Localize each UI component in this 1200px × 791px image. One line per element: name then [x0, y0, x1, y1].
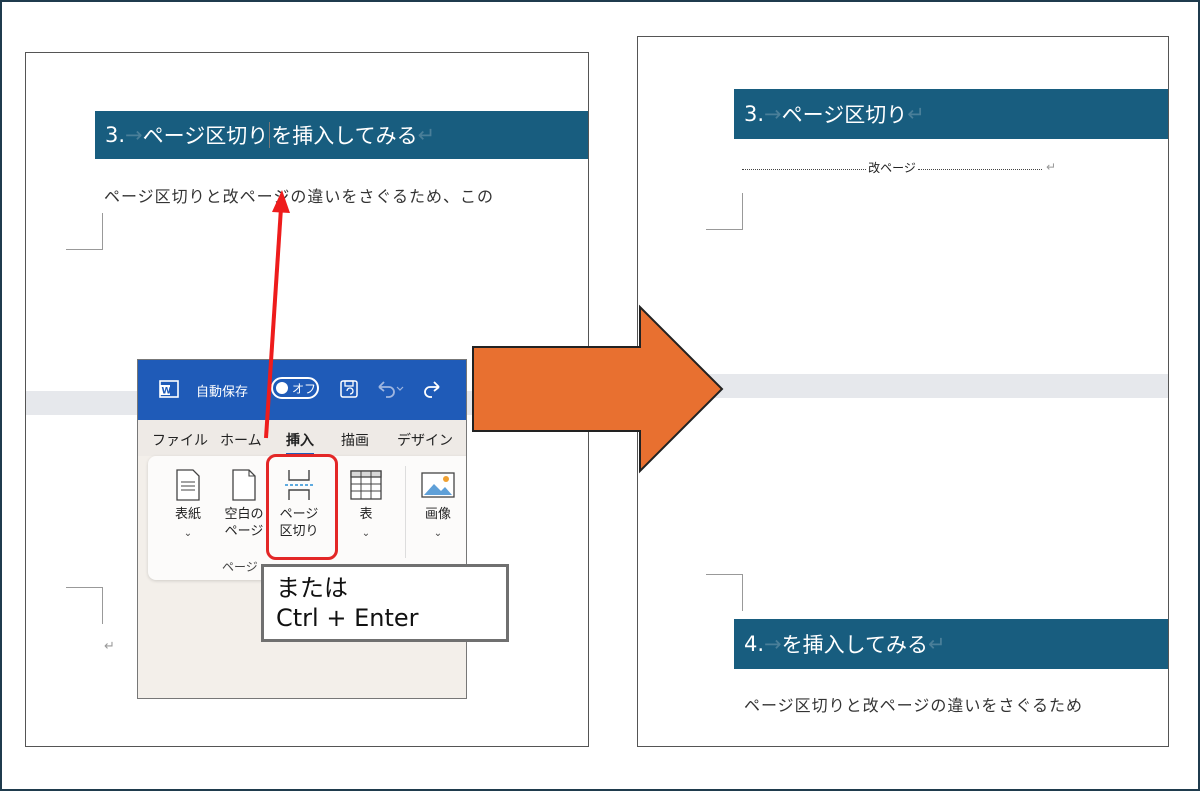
- empty-paragraph-mark: ↵: [104, 639, 115, 654]
- heading-3-after[interactable]: 3.→ページ区切り↵: [734, 89, 1168, 139]
- heading-text: ページ区切り: [781, 103, 908, 127]
- shortcut-callout: または Ctrl + Enter: [261, 564, 509, 642]
- cover-page-button[interactable]: 表紙 ⌄: [166, 468, 210, 542]
- redo-icon[interactable]: [422, 378, 444, 404]
- word-ribbon-popup: W 自動保存 オフ ファイル ホーム: [137, 359, 467, 699]
- paragraph-mark: ↵: [928, 632, 946, 656]
- heading-text-part1: ページ区切り: [142, 124, 269, 148]
- blank-page-icon: [232, 469, 256, 501]
- tab-home[interactable]: ホーム: [220, 433, 262, 449]
- heading-text-part2: を挿入してみる: [271, 124, 418, 148]
- page-break-marker: 改ページ ↵: [742, 159, 1056, 175]
- crop-mark-bottom-left: [66, 587, 103, 624]
- paragraph-mark: ↵: [907, 102, 925, 126]
- cover-page-icon: [176, 469, 200, 501]
- document-page-after: 3.→ページ区切り↵ 改ページ ↵ 4.→を挿入してみる↵ ページ区切りと改ペー…: [637, 36, 1169, 747]
- tab-design[interactable]: デザイン: [397, 433, 453, 449]
- cover-page-label: 表紙: [174, 507, 201, 522]
- pages-group-label: ページ: [222, 560, 258, 574]
- heading-4-after[interactable]: 4.→を挿入してみる↵: [734, 619, 1168, 669]
- table-icon: [350, 470, 382, 500]
- group-separator: [405, 466, 406, 558]
- tab-mark: →: [764, 632, 782, 656]
- page-break-highlight: [266, 454, 338, 560]
- text-cursor: [269, 122, 271, 148]
- heading-3-before[interactable]: 3.→ページ区切りを挿入してみる↵: [95, 111, 588, 159]
- svg-text:W: W: [162, 387, 172, 397]
- body-paragraph[interactable]: ページ区切りと改ページの違いをさぐるため、この: [104, 187, 495, 206]
- autosave-label: 自動保存: [196, 385, 249, 400]
- chevron-down-icon: ⌄: [433, 528, 443, 539]
- body-paragraph[interactable]: ページ区切りと改ページの違いをさぐるため: [744, 696, 1084, 715]
- page-break-icon: [285, 470, 313, 500]
- crop-mark-top-left: [66, 213, 103, 250]
- paragraph-mark: ↵: [1045, 160, 1057, 174]
- tab-mark: →: [125, 123, 143, 147]
- heading-number: 3.: [105, 123, 126, 147]
- ribbon-tabs: ファイル ホーム 挿入 描画 デザイン: [138, 420, 466, 456]
- callout-shortcut: Ctrl + Enter: [276, 604, 419, 632]
- page-break-label-line1: ページ: [279, 507, 319, 522]
- page-gap-band: [638, 374, 1168, 398]
- tab-insert[interactable]: 挿入: [286, 430, 314, 456]
- table-label: 表: [359, 507, 373, 522]
- tab-mark: →: [764, 102, 782, 126]
- blank-page-button[interactable]: 空白の ページ: [218, 468, 270, 540]
- tab-file[interactable]: ファイル: [152, 433, 208, 449]
- callout-line1: または: [276, 574, 348, 602]
- picture-label: 画像: [424, 507, 451, 522]
- page-break-label: 改ページ: [868, 160, 916, 175]
- crop-mark-bottom-left: [706, 574, 743, 611]
- title-bar: W 自動保存 オフ: [138, 360, 466, 420]
- blank-page-label-line2: ページ: [224, 524, 264, 539]
- heading-number: 4.: [744, 632, 765, 656]
- paragraph-mark: ↵: [417, 123, 436, 147]
- page-break-label-line2: 区切り: [279, 524, 319, 539]
- page-break-button[interactable]: ページ 区切り: [272, 468, 326, 540]
- tab-draw[interactable]: 描画: [341, 433, 369, 449]
- chevron-down-icon: ⌄: [183, 528, 193, 539]
- picture-button[interactable]: 画像 ⌄: [414, 468, 462, 542]
- picture-icon: [421, 472, 455, 498]
- toggle-knob: [276, 382, 288, 394]
- word-icon[interactable]: W: [158, 378, 180, 404]
- save-icon[interactable]: [338, 378, 360, 404]
- autosave-state: オフ: [292, 381, 317, 396]
- heading-text: を挿入してみる: [781, 633, 929, 657]
- chevron-down-icon: ⌄: [361, 528, 371, 539]
- blank-page-label-line1: 空白の: [224, 507, 264, 522]
- undo-icon[interactable]: [374, 378, 404, 404]
- autosave-toggle[interactable]: オフ: [271, 377, 319, 399]
- table-button[interactable]: 表 ⌄: [344, 468, 388, 542]
- crop-mark-top-left: [706, 193, 743, 230]
- heading-number: 3.: [744, 102, 765, 126]
